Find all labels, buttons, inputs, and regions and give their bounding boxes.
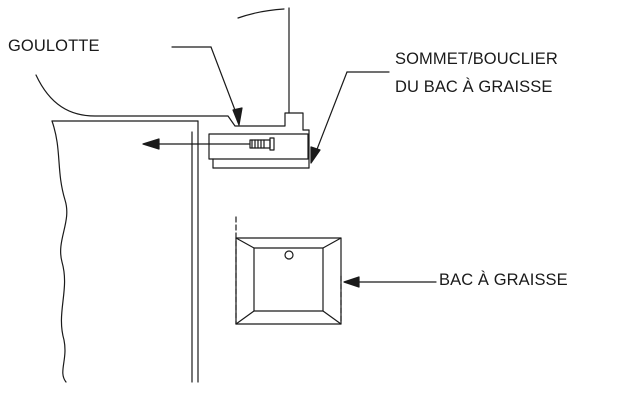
screw-icon: [249, 137, 275, 151]
leader-top-shield: [310, 71, 390, 164]
label-top-shield-line2: DU BAC À GRAISSE: [395, 78, 553, 96]
appliance-left-wall: [51, 120, 199, 383]
tray-top-shield: [208, 129, 310, 169]
label-goulotte: GOULOTTE: [8, 37, 100, 55]
label-grease-tray: BAC À GRAISSE: [439, 271, 568, 289]
chute-outline: [35, 7, 304, 131]
insertion-arrow: [142, 138, 251, 150]
grease-tray: [235, 216, 342, 325]
label-top-shield-line1: SOMMET/BOUCLIER: [395, 50, 558, 68]
leader-goulotte: [171, 46, 243, 126]
leader-grease-tray: [343, 276, 437, 288]
